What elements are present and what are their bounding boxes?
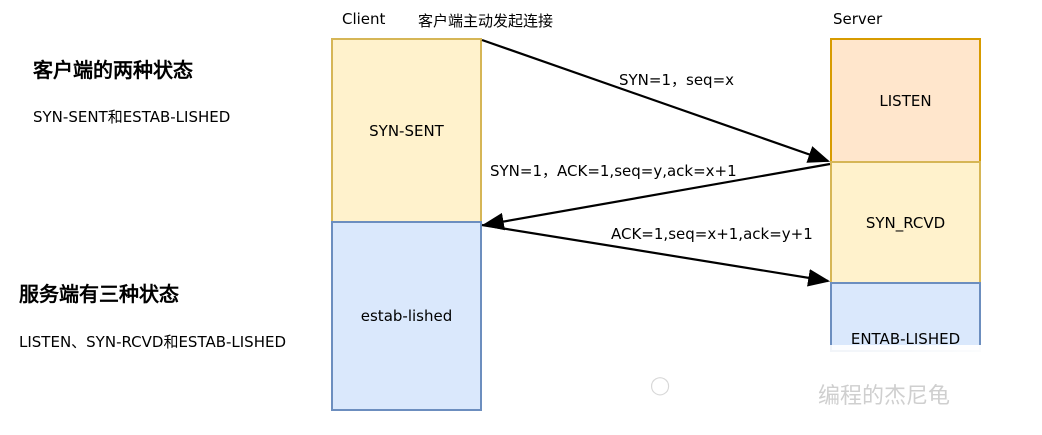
ack-message-label: ACK=1,seq=x+1,ack=y+1 [611, 225, 813, 243]
client-label: Client [342, 10, 386, 28]
server-states-heading: 服务端有三种状态 [19, 282, 179, 306]
server-state-listen-label: LISTEN [879, 91, 932, 110]
server-state-established-label: ENTAB-LISHED [850, 330, 961, 348]
client-state-established: estab-lished [331, 221, 482, 411]
syn-ack-arrow [481, 162, 831, 231]
client-states-heading: 客户端的两种状态 [33, 58, 193, 82]
watermark-text: 编程的杰尼龟 [818, 384, 951, 409]
syn-message-label: SYN=1，seq=x [619, 71, 735, 89]
syn-arrow [481, 38, 831, 163]
server-state-syn-rcvd-label: SYN_RCVD [865, 213, 946, 232]
watermark-overlay [818, 345, 1042, 435]
server-state-syn-rcvd: SYN_RCVD [830, 161, 981, 284]
syn-ack-message-label: SYN=1，ACK=1,seq=y,ack=x+1 [490, 162, 737, 180]
server-states-description: LISTEN、SYN-RCVD和ESTAB-LISHED [19, 333, 287, 351]
client-states-description: SYN-SENT和ESTAB-LISHED [33, 108, 231, 126]
client-state-syn-sent: SYN-SENT [331, 38, 482, 223]
initiate-label: 客户端主动发起连接 [418, 12, 554, 30]
client-state-syn-sent-label: SYN-SENT [369, 121, 444, 140]
server-label: Server [833, 10, 883, 28]
server-state-established: ENTAB-LISHED [830, 282, 981, 352]
ack-arrow [481, 223, 831, 287]
client-state-established-label: estab-lished [360, 307, 453, 325]
watermark-logo-icon: ◯ [650, 375, 671, 396]
